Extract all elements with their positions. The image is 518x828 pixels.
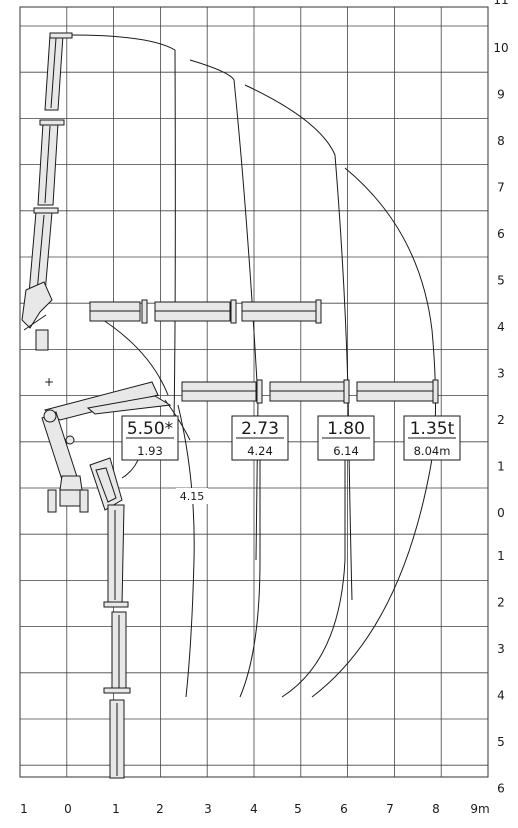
x-tick-label: 9m: [470, 802, 489, 816]
grid-lines: [20, 7, 488, 777]
y-tick-label-top: 11: [493, 0, 508, 7]
load-box-1-radius: 1.93: [137, 444, 163, 458]
x-tick-label: 8: [432, 802, 440, 816]
load-box-3: 1.80 6.14: [317, 415, 375, 461]
reach-curve-3: [244, 84, 353, 601]
y-tick-label: 9: [497, 88, 505, 102]
load-box-4-load: 1.35t: [410, 419, 455, 439]
reach-curve-8: [239, 420, 261, 698]
reach-curve-9: [281, 420, 346, 698]
folded-boom-lower: [103, 504, 131, 779]
y-tick-label: 2: [497, 596, 505, 610]
load-box-1: 5.50* 1.93: [121, 415, 179, 461]
y-tick-label: 4: [497, 320, 505, 334]
reach-curve-7: [177, 404, 195, 698]
load-box-2-load: 2.73: [241, 419, 279, 439]
reach-curve-5: [99, 317, 169, 396]
origin-mark: +: [44, 375, 54, 389]
x-tick-label: 3: [204, 802, 212, 816]
x-tick-label: 0: [64, 802, 72, 816]
load-box-2-radius: 4.24: [247, 444, 273, 458]
load-box-4: 1.35t 8.04m: [403, 415, 461, 461]
reach-curve-1: [69, 34, 176, 421]
x-tick-label: 5: [294, 802, 302, 816]
y-tick-label: 1: [497, 549, 505, 563]
load-box-4-radius: 8.04m: [414, 444, 451, 458]
y-tick-label: 5: [497, 274, 505, 288]
load-box-3-radius: 6.14: [333, 444, 359, 458]
load-box-2: 2.73 4.24: [231, 415, 289, 461]
y-tick-label: 5: [497, 735, 505, 749]
boom-level-3: [181, 379, 439, 404]
y-tick-label: 3: [497, 367, 505, 381]
y-tick-label: 8: [497, 134, 505, 148]
y-tick-label: 2: [497, 413, 505, 427]
y-tick-label: 6: [497, 782, 505, 796]
reach-curve-10: [311, 469, 431, 698]
boom-level-4: [89, 299, 322, 324]
x-tick-label: 1: [20, 802, 28, 816]
folded-boom-upper: [21, 32, 73, 351]
crane-arm: [41, 381, 172, 518]
x-tick-label: 4: [250, 802, 258, 816]
y-tick-label: 3: [497, 642, 505, 656]
y-tick-label: 4: [497, 689, 505, 703]
y-tick-label: 7: [497, 181, 505, 195]
load-box-3-load: 1.80: [327, 419, 365, 439]
y-tick-label: 0: [497, 506, 505, 520]
x-tick-label: 2: [156, 802, 164, 816]
y-tick-label: 6: [497, 227, 505, 241]
radius-label-bg: [176, 488, 208, 504]
radius-label: 4.15: [180, 490, 205, 503]
x-tick-label: 7: [386, 802, 394, 816]
y-tick-label: 1: [497, 460, 505, 474]
x-axis-labels: 1 0 1 2 3 4 5 6 7 8 9m: [20, 802, 489, 816]
load-box-1-load: 5.50*: [127, 419, 173, 439]
y-tick-label: 10: [493, 41, 508, 55]
x-tick-label: 6: [340, 802, 348, 816]
x-tick-label: 1: [112, 802, 120, 816]
reach-curves: [69, 34, 437, 698]
reach-curve-2: [189, 59, 259, 561]
